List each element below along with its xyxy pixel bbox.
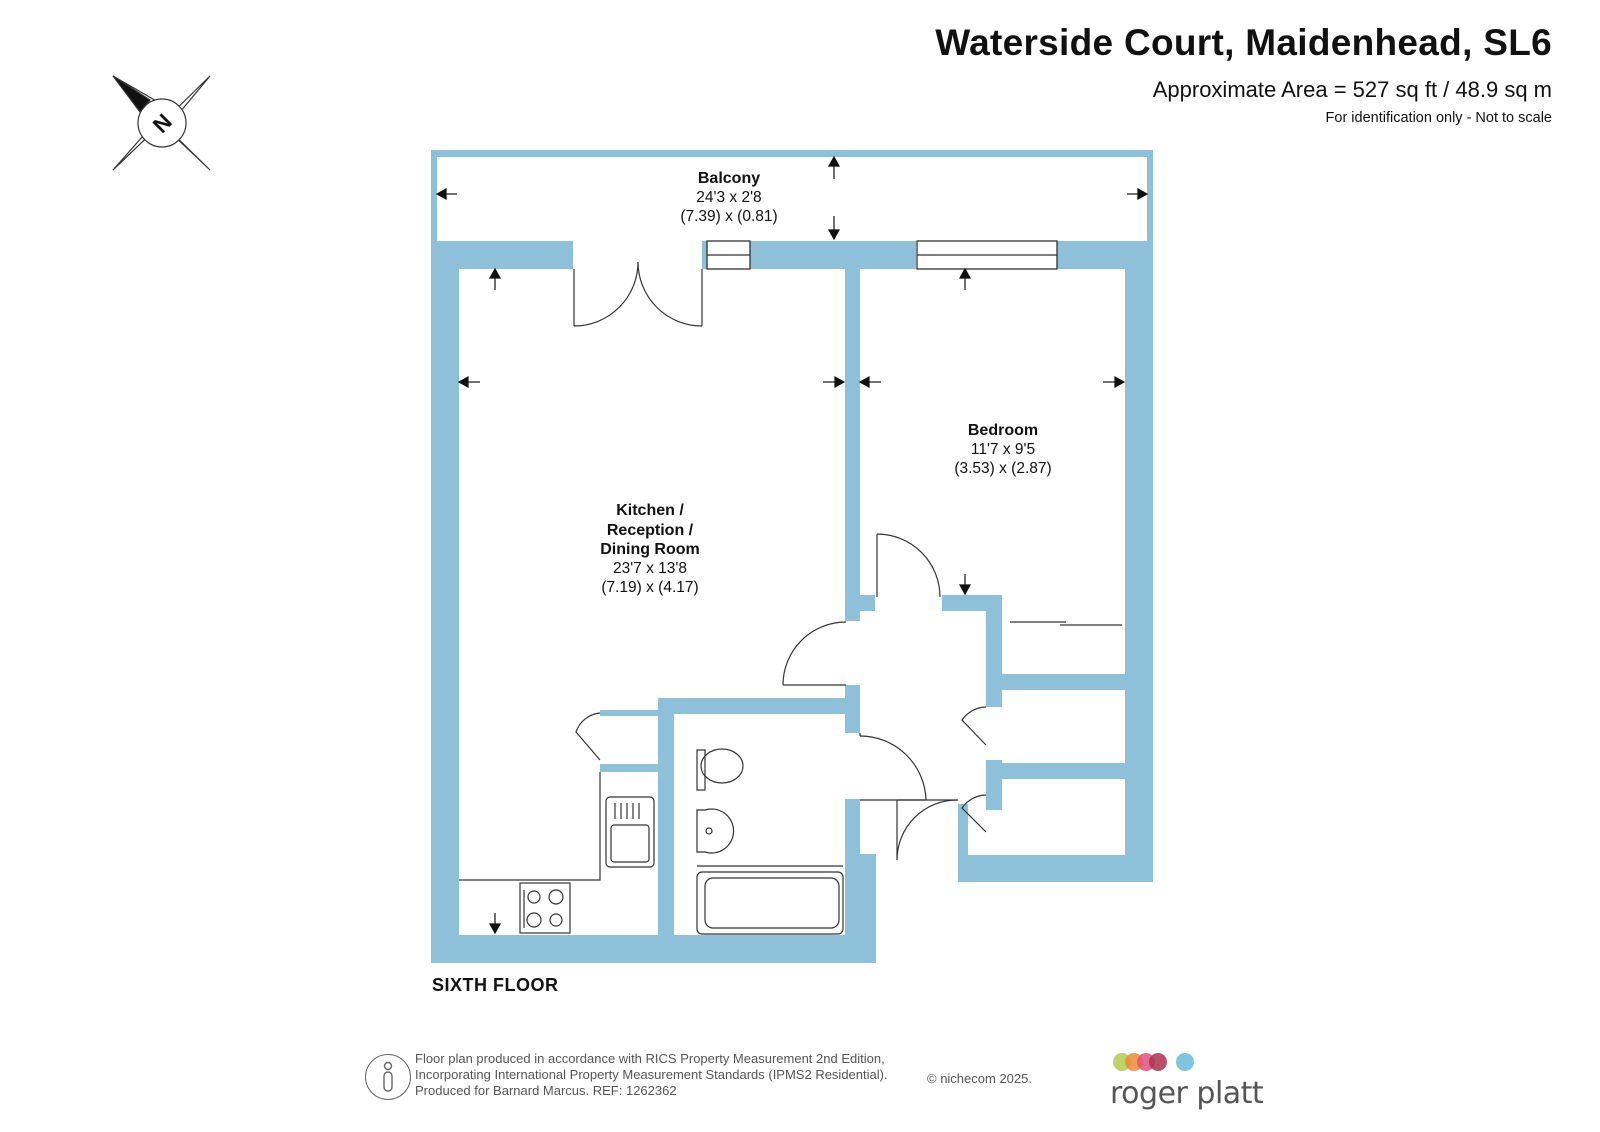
basin	[696, 808, 735, 854]
kitchen-label: Kitchen / Reception / Dining Room 23'7 x…	[600, 502, 700, 596]
info-person-icon	[365, 1054, 411, 1100]
walls	[431, 150, 1153, 963]
compass-icon: N	[112, 75, 211, 171]
logo-dots-icon	[1113, 1053, 1194, 1071]
windows	[706, 240, 1058, 270]
approximate-area: Approximate Area = 527 sq ft / 48.9 sq m	[1152, 77, 1552, 102]
footer-line-1: Floor plan produced in accordance with R…	[415, 1051, 885, 1066]
bedroom-name: Bedroom	[968, 422, 1038, 439]
logo-text: roger platt	[1110, 1076, 1264, 1111]
fixtures	[459, 748, 844, 935]
doors	[573, 261, 1122, 861]
balcony-name: Balcony	[698, 170, 760, 187]
property-title: Waterside Court, Maidenhead, SL6	[935, 22, 1552, 63]
dimension-arrows	[435, 155, 1149, 935]
copyright: © nichecom 2025.	[927, 1071, 1032, 1086]
kitchen-name-line-3: Dining Room	[600, 541, 700, 558]
roger-platt-logo: roger platt	[1110, 1050, 1264, 1120]
balcony-metric: (7.39) x (0.81)	[680, 208, 777, 225]
kitchen-imperial: 23'7 x 13'8	[613, 560, 687, 577]
footer: Floor plan produced in accordance with R…	[365, 1051, 1185, 1114]
identification-note: For identification only - Not to scale	[1325, 110, 1552, 126]
kitchen-name-line-1: Kitchen /	[616, 502, 684, 519]
bedroom-metric: (3.53) x (2.87)	[954, 460, 1051, 477]
floor-label: SIXTH FLOOR	[432, 975, 559, 995]
kitchen-metric: (7.19) x (4.17)	[601, 579, 698, 596]
footer-line-2: Incorporating International Property Mea…	[415, 1067, 888, 1082]
balcony-label: Balcony 24'3 x 2'8 (7.39) x (0.81)	[680, 170, 777, 225]
footer-text: Floor plan produced in accordance with R…	[415, 1051, 888, 1099]
logo-dot	[1176, 1053, 1194, 1071]
balcony-imperial: 24'3 x 2'8	[696, 189, 761, 206]
kitchen-sink	[605, 796, 655, 868]
kitchen-name-line-2: Reception /	[607, 522, 694, 539]
footer-line-3: Produced for Barnard Marcus. REF: 126236…	[415, 1083, 677, 1098]
bedroom-imperial: 11'7 x 9'5	[971, 441, 1035, 458]
hob	[519, 882, 571, 934]
toilet	[696, 749, 706, 791]
bedroom-label: Bedroom 11'7 x 9'5 (3.53) x (2.87)	[954, 422, 1051, 477]
logo-dot	[1149, 1053, 1167, 1071]
bath	[696, 871, 844, 935]
